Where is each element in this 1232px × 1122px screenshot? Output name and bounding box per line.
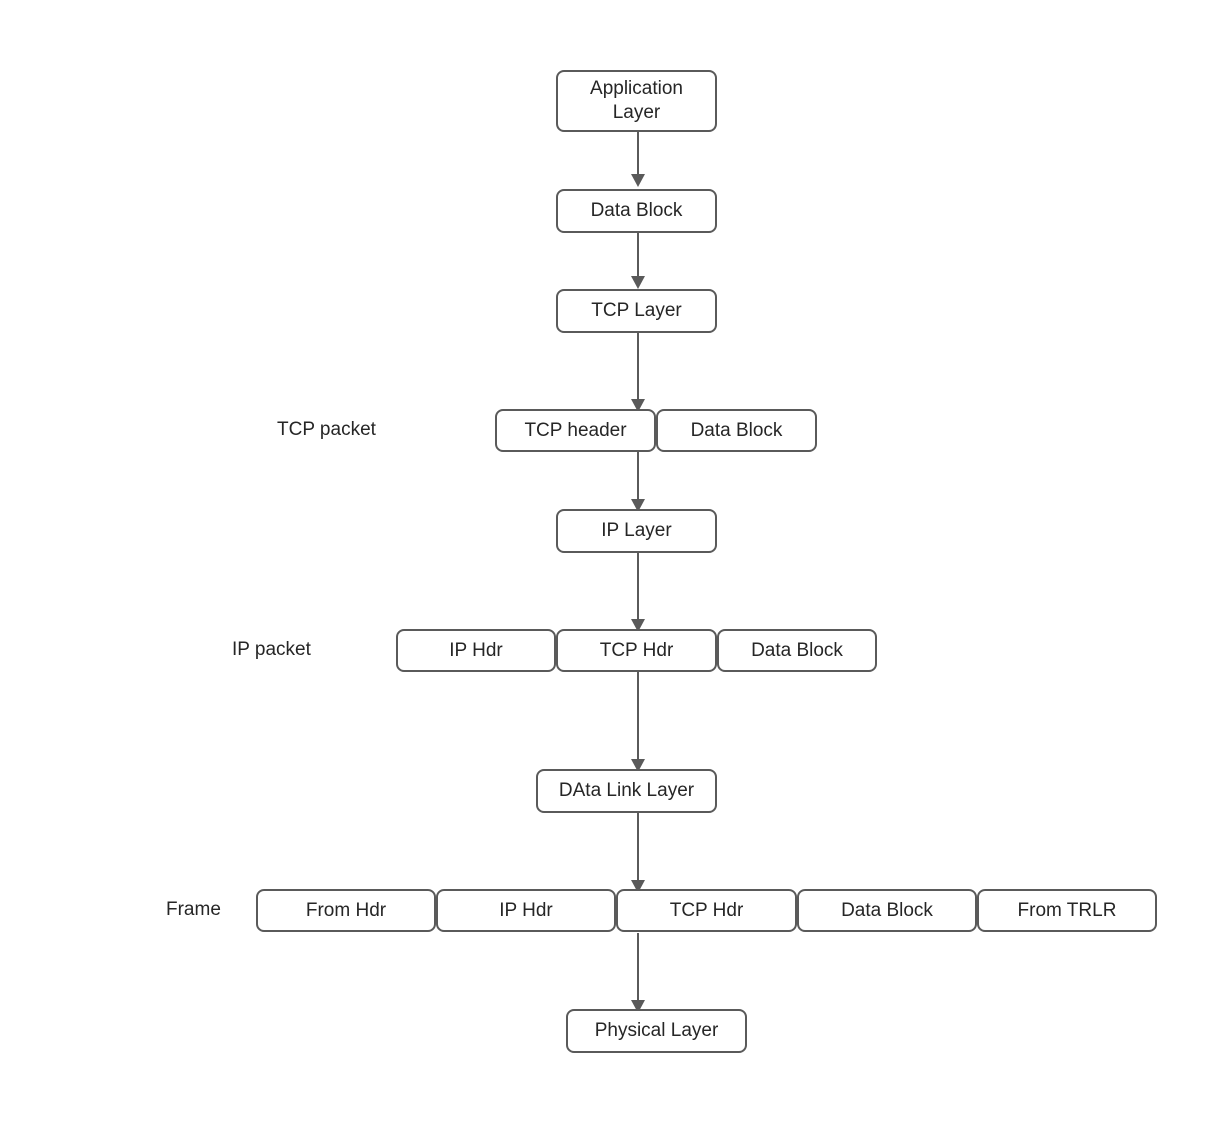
packet-row-ip-packet: IP Hdr TCP Hdr Data Block [396,629,877,672]
arrow-data-link-layer-to-frame [631,813,645,893]
segment-ip-hdr[interactable]: IP Hdr [436,889,616,932]
ip-layer-label: IP Layer [601,520,672,542]
segment-tcp-hdr-label: TCP Hdr [669,899,744,921]
segment-tcp-hdr[interactable]: TCP Hdr [616,889,797,932]
arrow-tcp-packet-to-ip-layer [631,452,645,512]
row-label-tcp-packet: TCP packet [277,409,376,451]
segment-tcp-hdr[interactable]: TCP Hdr [556,629,717,672]
tcp-packet-label-text: TCP packet [277,419,376,440]
packet-row-frame: From Hdr IP Hdr TCP Hdr Data Block From … [256,889,1157,932]
segment-from-trlr-label: From TRLR [1017,899,1117,921]
arrow-frame-to-physical-layer [631,933,645,1013]
arrow-data-block-to-tcp-layer [631,233,645,289]
row-label-frame: Frame [166,889,221,931]
node-tcp-layer[interactable]: TCP Layer [556,289,717,333]
segment-data-block-label: Data Block [751,639,843,661]
arrow-ip-packet-to-data-link-layer [631,672,645,772]
node-ip-layer[interactable]: IP Layer [556,509,717,553]
segment-tcp-header[interactable]: TCP header [495,409,656,452]
node-data-block[interactable]: Data Block [556,189,717,233]
data-link-layer-label: DAta Link Layer [558,780,695,802]
segment-data-block-label: Data Block [841,899,933,921]
tcp-layer-label: TCP Layer [591,300,682,322]
segment-data-block[interactable]: Data Block [717,629,877,672]
physical-layer-label: Physical Layer [594,1020,719,1042]
packet-row-tcp-packet: TCP header Data Block [495,409,817,452]
arrow-ip-layer-to-ip-packet [631,552,645,632]
application-layer-label-line1: Application [590,77,683,99]
segment-data-block-label: Data Block [690,419,783,441]
application-layer-label-line2: Layer [612,102,661,123]
segment-from-hdr-label: From Hdr [305,899,387,921]
ip-packet-label-text: IP packet [232,639,311,660]
arrow-tcp-layer-to-tcp-packet [631,332,645,412]
node-physical-layer[interactable]: Physical Layer [566,1009,747,1053]
row-label-ip-packet: IP packet [232,629,311,671]
segment-from-hdr[interactable]: From Hdr [256,889,436,932]
frame-label-text: Frame [166,899,221,920]
node-data-link-layer[interactable]: DAta Link Layer [536,769,717,813]
segment-tcp-header-label: TCP header [524,419,627,441]
arrow-application-to-data-block [631,131,645,187]
segment-data-block[interactable]: Data Block [797,889,977,932]
segment-ip-hdr-label: IP Hdr [499,899,553,921]
segment-tcp-hdr-label: TCP Hdr [599,639,674,661]
segment-data-block[interactable]: Data Block [656,409,817,452]
node-application-layer[interactable]: Application Layer [556,70,717,132]
data-block-label: Data Block [590,200,683,222]
segment-ip-hdr[interactable]: IP Hdr [396,629,556,672]
segment-ip-hdr-label: IP Hdr [449,639,503,661]
segment-from-trlr[interactable]: From TRLR [977,889,1157,932]
